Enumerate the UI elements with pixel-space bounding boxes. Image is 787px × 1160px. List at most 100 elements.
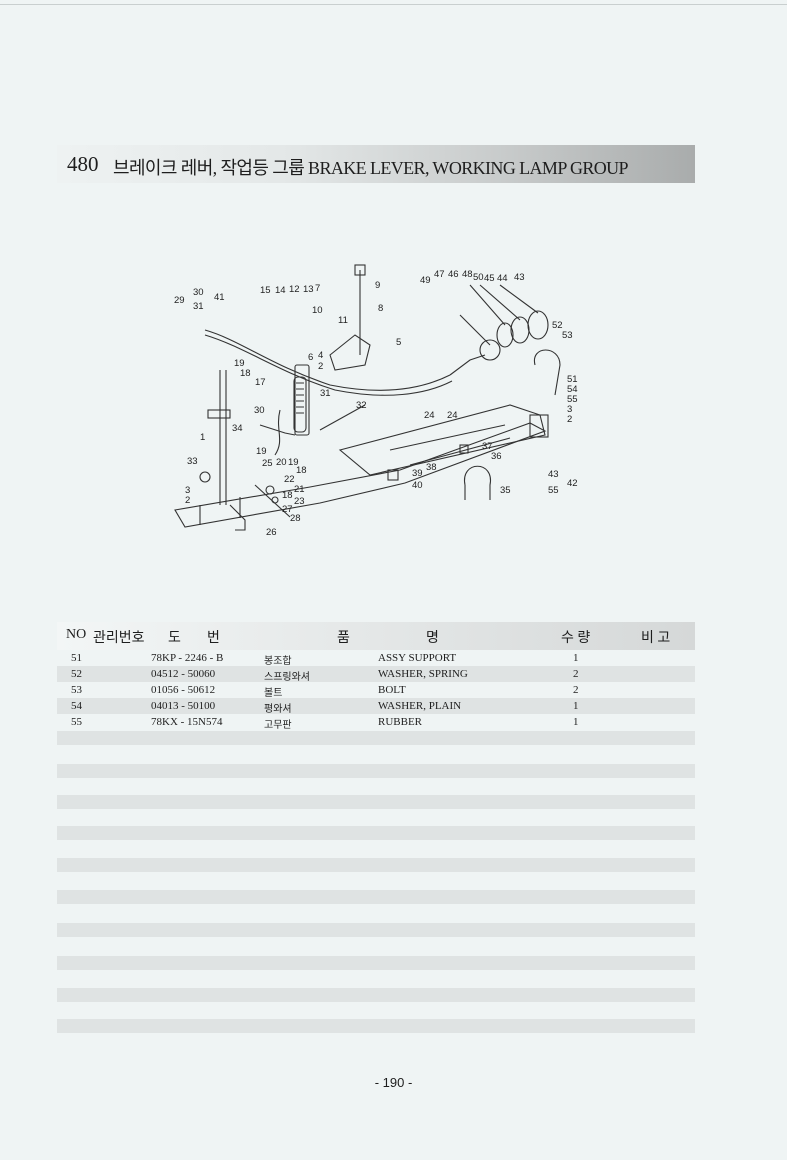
callout-label: 15 [260,285,271,296]
row-qty: 1 [573,700,579,712]
callout-label: 22 [284,474,295,485]
row-code: 78KX - 15N574 [151,716,223,728]
exploded-parts-diagram: 29 30 31 41 15 14 12 13 7 9 8 10 11 49 4… [160,255,600,545]
callout-label: 20 [276,457,287,468]
callout-label: 31 [193,301,204,312]
row-qty: 1 [573,652,579,664]
row-no: 53 [71,684,82,696]
row-korean-name: 스프링와셔 [264,672,310,683]
callout-label: 29 [174,295,185,306]
callout-label: 47 [434,269,445,280]
callout-label: 13 [303,284,314,295]
header-qty: 수 량 [561,631,591,646]
row-no: 51 [71,652,82,664]
callout-label: 28 [290,513,301,524]
table-row: 55 78KX - 15N574 고무판 RUBBER 1 [57,714,695,731]
row-korean-name: 봉조합 [264,656,292,667]
callout-label: 7 [315,283,320,294]
empty-row-band [57,956,695,970]
header-drawing-2: 번 [207,631,220,646]
callout-label: 30 [254,405,265,416]
callout-label: 10 [312,305,323,316]
callout-label: 21 [294,484,305,495]
empty-row-band [57,764,695,778]
row-english-name: WASHER, PLAIN [378,700,462,712]
header-remark: 비 고 [641,631,671,646]
callout-label: 40 [412,480,423,491]
callout-label: 6 [308,352,313,363]
empty-row-band [57,988,695,1002]
callout-label: 37 [482,441,493,452]
empty-row-band [57,826,695,840]
row-korean-name: 평와셔 [264,704,292,715]
row-korean-name: 고무판 [264,720,292,731]
empty-row-band [57,731,695,745]
callout-label: 38 [426,462,437,473]
row-english-name: RUBBER [378,716,423,728]
row-code: 04512 - 50060 [151,668,216,680]
callout-label: 51 [567,374,578,385]
callout-label: 3 [185,485,190,496]
header-name-1: 품 [337,631,350,646]
empty-row-band [57,890,695,904]
callout-label: 30 [193,287,204,298]
callout-label: 17 [255,377,266,388]
row-no: 52 [71,668,82,680]
section-title: 브레이크 레버, 작업등 그룹 BRAKE LEVER, WORKING LAM… [113,158,629,178]
row-korean-name: 볼트 [264,688,283,699]
callout-label: 19 [288,457,299,468]
callout-label: 53 [562,330,573,341]
callout-label: 45 [484,273,495,284]
callout-label: 32 [356,400,367,411]
callout-label: 35 [500,485,511,496]
callout-label: 46 [448,269,459,280]
callout-label: 44 [497,273,508,284]
callout-numbers: 29 30 31 41 15 14 12 13 7 9 8 10 11 49 4… [174,269,578,538]
header-name-2: 명 [426,631,439,646]
callout-label: 27 [282,504,293,515]
callout-label: 1 [200,432,205,443]
callout-label: 36 [491,451,502,462]
row-no: 54 [71,700,82,712]
row-english-name: ASSY SUPPORT [378,652,457,664]
callout-label: 41 [214,292,225,303]
header-no: NO [66,627,87,642]
row-qty: 1 [573,716,579,728]
row-code: 04013 - 50100 [151,700,216,712]
header-drawing-1: 도 [168,631,181,646]
callout-label: 19 [256,446,267,457]
callout-label: 14 [275,285,286,296]
callout-label: 43 [514,272,525,283]
callout-label: 55 [548,485,559,496]
empty-row-band [57,858,695,872]
callout-label: 25 [262,458,273,469]
header-code: 관리번호 [93,631,145,646]
callout-label: 43 [548,469,559,480]
table-header: NO 관리번호 도 번 품 명 수 량 비 고 [57,622,695,650]
callout-label: 11 [338,315,348,326]
callout-label: 2 [185,495,190,506]
callout-label: 33 [187,456,198,467]
section-number: 480 [67,152,99,176]
table-row: 52 04512 - 50060 스프링와셔 WASHER, SPRING 2 [57,666,695,683]
callout-label: 19 [234,358,245,369]
page-number: - 190 - [374,1075,413,1090]
callout-label: 26 [266,527,277,538]
callout-label: 18 [240,368,251,379]
parts-drawing: 29 30 31 41 15 14 12 13 7 9 8 10 11 49 4… [174,264,578,538]
callout-label: 50 [473,272,484,283]
callout-label: 12 [289,284,300,295]
callout-label: 9 [375,280,380,291]
row-no: 55 [71,716,82,728]
section-title-bar: 480 브레이크 레버, 작업등 그룹 BRAKE LEVER, WORKING… [57,145,695,183]
callout-label: 2 [318,361,323,372]
row-qty: 2 [573,684,579,696]
callout-label: 24 [447,410,458,421]
callout-label: 18 [296,465,307,476]
row-english-name: BOLT [378,684,406,696]
callout-label: 5 [396,337,401,348]
callout-label: 48 [462,269,473,280]
callout-label: 39 [412,468,423,479]
empty-row-band [57,1019,695,1033]
